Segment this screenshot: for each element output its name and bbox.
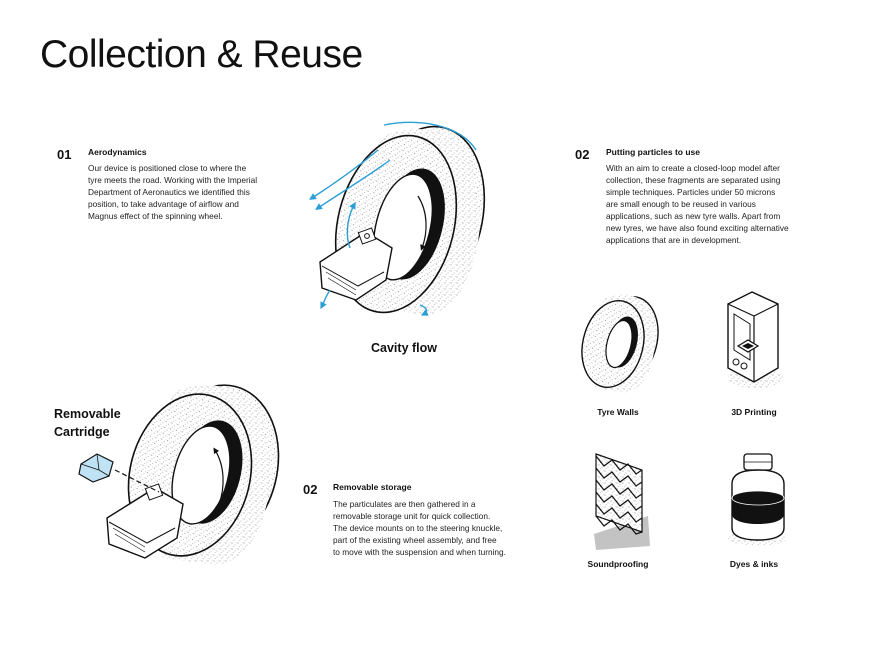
text-line: Our device is positioned close to where … bbox=[88, 163, 247, 173]
text-line: applications that are in development. bbox=[606, 235, 742, 246]
ink-jar-icon bbox=[728, 453, 788, 546]
text-line: With an aim to create a closed-loop mode… bbox=[606, 163, 780, 173]
text-line: Department of Aeronautics we identified … bbox=[88, 187, 250, 198]
section-text-aerodynamics: Our device is positioned close to where … bbox=[88, 162, 288, 222]
application-label-soundproofing: Soundproofing bbox=[587, 559, 649, 569]
cavity-flow-illustration bbox=[309, 121, 486, 316]
application-label-tyre-walls: Tyre Walls bbox=[597, 407, 639, 417]
text-line: The particulates are then gathered in a bbox=[333, 499, 476, 509]
text-line: part of the existing wheel assembly, and… bbox=[333, 535, 497, 546]
application-label-3d-printing: 3D Printing bbox=[731, 407, 777, 417]
section-heading-aerodynamics: Aerodynamics bbox=[88, 147, 147, 157]
text-line: tyre meets the road. Working with the Im… bbox=[88, 175, 258, 186]
rotation-arrow-icon bbox=[213, 447, 224, 505]
application-label-dyes-inks: Dyes & inks bbox=[729, 559, 779, 569]
tyre-illustration bbox=[334, 125, 486, 315]
3d-printer-icon bbox=[727, 291, 784, 388]
text-line: to move with the suspension and when tur… bbox=[333, 547, 506, 558]
text-line: position, to take advantage of airflow a… bbox=[88, 199, 239, 210]
text-line: The device mounts on to the steering knu… bbox=[333, 523, 503, 534]
section-heading-storage: Removable storage bbox=[333, 482, 412, 492]
section-number-particles: 02 bbox=[575, 147, 590, 162]
page-title: Collection & Reuse bbox=[40, 33, 363, 76]
removable-cartridge-illustration bbox=[78, 384, 280, 565]
text-line: collection, these fragments are separate… bbox=[606, 175, 781, 186]
text-line: new tyres, we have also found exciting a… bbox=[606, 223, 789, 234]
section-heading-particles: Putting particles to use bbox=[606, 147, 700, 157]
section-number-storage: 02 bbox=[303, 482, 318, 497]
text-line: removable storage unit for quick collect… bbox=[333, 511, 491, 522]
soundproofing-panel-icon bbox=[594, 453, 650, 550]
caption-line: Removable bbox=[54, 407, 121, 421]
collector-device bbox=[106, 483, 184, 559]
airflow-arrows bbox=[309, 121, 477, 316]
caption-removable-cartridge: Removable Cartridge bbox=[54, 405, 121, 441]
text-line: applications, such as new tyre walls. Ap… bbox=[606, 211, 781, 222]
collector-device bbox=[319, 227, 393, 301]
section-number-aerodynamics: 01 bbox=[57, 147, 72, 162]
rotation-arrow-icon bbox=[417, 195, 427, 251]
tyre-wall-icon bbox=[581, 294, 659, 393]
insert-path-line bbox=[114, 469, 160, 493]
section-text-storage: The particulates are then gathered in a … bbox=[333, 498, 533, 558]
caption-line: Cartridge bbox=[54, 425, 110, 440]
cartridge-icon bbox=[78, 453, 114, 483]
text-line: simple techniques. Particles under 50 mi… bbox=[606, 187, 776, 198]
text-line: are small enough to be reused in various bbox=[606, 199, 756, 210]
caption-cavity-flow: Cavity flow bbox=[371, 341, 437, 355]
text-line: Magnus effect of the spinning wheel. bbox=[88, 211, 223, 222]
section-text-particles: With an aim to create a closed-loop mode… bbox=[606, 162, 821, 246]
